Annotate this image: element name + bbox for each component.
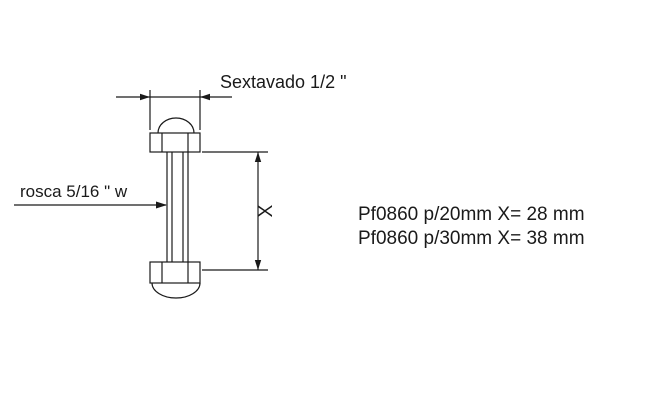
length-dimension-label: X bbox=[256, 204, 277, 217]
bolt-outline bbox=[149, 117, 201, 299]
length-dimension: X bbox=[202, 151, 277, 271]
spec-line-1: Pf0860 p/20mm X= 28 mm bbox=[358, 204, 585, 225]
hex-dimension-label: Sextavado 1/2 " bbox=[220, 72, 346, 92]
thread-arrowhead bbox=[156, 201, 167, 209]
spec-line-2: Pf0860 p/30mm X= 38 mm bbox=[358, 228, 585, 249]
bottom-dome bbox=[151, 282, 201, 299]
length-arrowhead-top bbox=[254, 152, 262, 162]
length-arrowhead-bottom bbox=[254, 260, 262, 270]
spec-text-block: Pf0860 p/20mm X= 28 mm Pf0860 p/30mm X= … bbox=[358, 204, 585, 249]
top-hex bbox=[149, 132, 201, 153]
thread-label: rosca 5/16 " w bbox=[20, 182, 128, 201]
hex-arrowhead-left bbox=[140, 93, 150, 101]
hex-arrowhead-right bbox=[200, 93, 210, 101]
bottom-hex bbox=[149, 261, 201, 284]
thread-callout: rosca 5/16 " w bbox=[14, 182, 167, 209]
hex-width-dimension: Sextavado 1/2 " bbox=[116, 72, 346, 130]
top-dome bbox=[157, 117, 195, 134]
